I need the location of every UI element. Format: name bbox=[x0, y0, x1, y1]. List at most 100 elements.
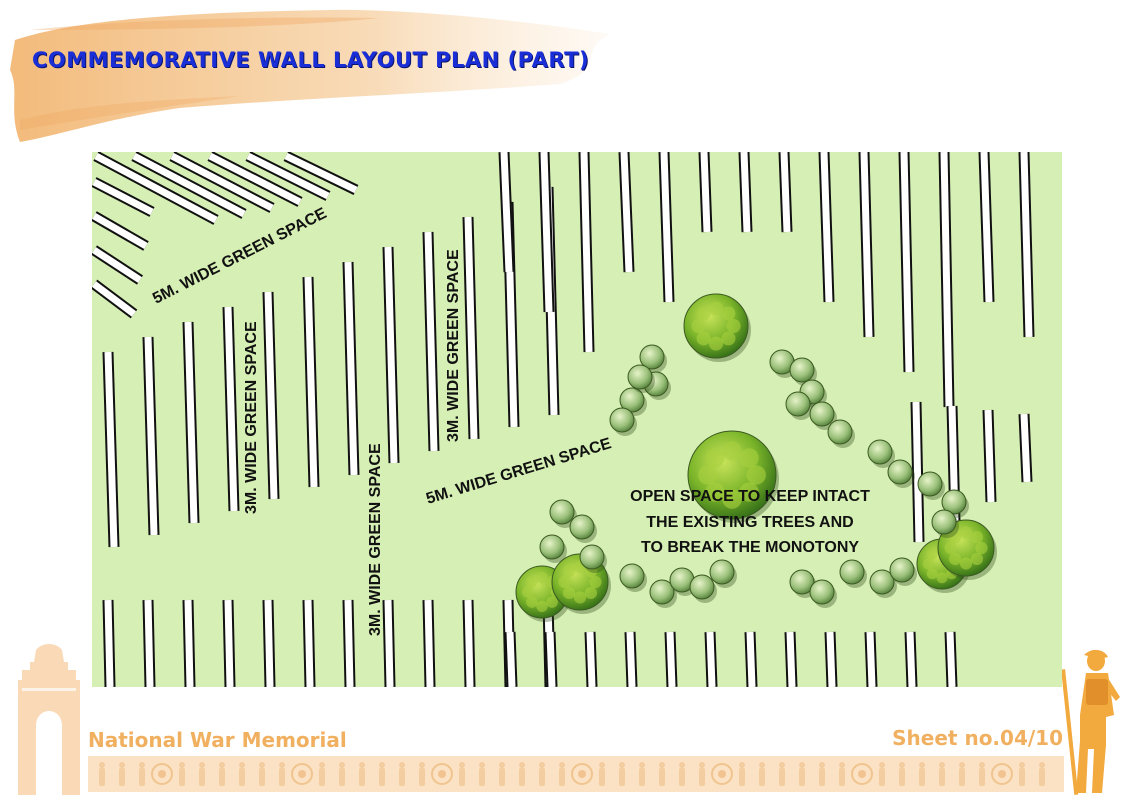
frieze-figure-body bbox=[659, 768, 665, 786]
frieze-figure-head bbox=[659, 762, 665, 768]
wall-segment-fill bbox=[1020, 152, 1033, 338]
wall-segment-fill bbox=[104, 351, 118, 548]
wall-segment-fill bbox=[92, 178, 154, 216]
frieze-figure-body bbox=[479, 768, 485, 786]
shrub bbox=[619, 563, 647, 592]
shrub bbox=[627, 364, 655, 393]
india-gate-icon bbox=[18, 644, 80, 795]
frieze-medallion-center bbox=[578, 770, 586, 778]
frieze-figure-head bbox=[99, 762, 105, 768]
wall-segment-fill bbox=[184, 599, 194, 687]
wall-segment-fill bbox=[224, 599, 234, 687]
frieze-figure-body bbox=[679, 768, 685, 786]
wall-segment-fill bbox=[208, 152, 302, 206]
wall-segment-fill bbox=[820, 152, 833, 303]
frieze-figure-head bbox=[239, 762, 245, 768]
soldier-frieze-icon bbox=[88, 756, 1064, 792]
shrub bbox=[569, 514, 597, 543]
wall-segment-fill bbox=[424, 231, 438, 452]
wall-segment-fill bbox=[184, 321, 198, 524]
frieze-medallion bbox=[431, 763, 453, 785]
frieze-figure-body bbox=[559, 768, 565, 786]
tree-canopy bbox=[937, 519, 997, 580]
frieze-figure-body bbox=[939, 768, 945, 786]
frieze-figure-body bbox=[279, 768, 285, 786]
label-3m-green-space-upper: 3M. WIDE GREEN SPACE bbox=[445, 249, 462, 442]
frieze-medallion-center bbox=[718, 770, 726, 778]
frieze-figure-body bbox=[379, 768, 385, 786]
open-space-note: OPEN SPACE TO KEEP INTACT THE EXISTING T… bbox=[630, 488, 870, 556]
shrub bbox=[839, 559, 867, 588]
label-3m-green-space-middle: 3M. WIDE GREEN SPACE bbox=[367, 443, 384, 636]
frieze-figure-head bbox=[339, 762, 345, 768]
wall-segment-fill bbox=[546, 631, 556, 687]
frieze-medallion-center bbox=[158, 770, 166, 778]
wall-segment-fill bbox=[660, 152, 673, 303]
frieze-figure-body bbox=[799, 768, 805, 786]
shrub bbox=[579, 544, 607, 573]
wall-segment-fill bbox=[506, 631, 516, 687]
layout-plan: 5M. WIDE GREEN SPACE 3M. WIDE GREEN SPAC… bbox=[92, 152, 1062, 687]
frieze-figure-body bbox=[819, 768, 825, 786]
frieze-medallion bbox=[151, 763, 173, 785]
wall-segment-fill bbox=[1020, 413, 1031, 483]
frieze-figure-body bbox=[119, 768, 125, 786]
wall-segment-fill bbox=[384, 246, 398, 464]
shrub bbox=[709, 559, 737, 588]
shrub bbox=[639, 344, 667, 373]
wall-segment-fill bbox=[264, 599, 274, 687]
wall-segment-fill bbox=[94, 152, 218, 224]
shrub bbox=[887, 459, 915, 488]
wall-segment-fill bbox=[780, 152, 791, 233]
wall-segment-fill bbox=[866, 631, 876, 687]
frieze-figure-body bbox=[899, 768, 905, 786]
frieze-figure-body bbox=[739, 768, 745, 786]
frieze-figure-head bbox=[899, 762, 905, 768]
shrub bbox=[619, 387, 647, 416]
frieze-figure-body bbox=[779, 768, 785, 786]
frieze-figure-body bbox=[339, 768, 345, 786]
shrub bbox=[785, 391, 813, 420]
frieze-figure-head bbox=[139, 762, 145, 768]
wall-segment-fill bbox=[104, 599, 114, 687]
wall-segment-fill bbox=[132, 152, 246, 218]
frieze-figure-head bbox=[779, 762, 785, 768]
frieze-medallion-center bbox=[438, 770, 446, 778]
shrub bbox=[827, 419, 855, 448]
open-space-line-1: OPEN SPACE TO KEEP INTACT bbox=[630, 488, 870, 505]
frieze-figure-body bbox=[599, 768, 605, 786]
frieze-medallion bbox=[851, 763, 873, 785]
tree-canopy bbox=[683, 293, 751, 362]
wall-segment-fill bbox=[304, 276, 318, 488]
wall-segment-fill bbox=[246, 152, 330, 200]
wall-segment-fill bbox=[464, 599, 474, 687]
frieze-figure-body bbox=[619, 768, 625, 786]
frieze-figure-head bbox=[819, 762, 825, 768]
frieze-figure-head bbox=[199, 762, 205, 768]
frieze-figure-head bbox=[259, 762, 265, 768]
wall-segment-fill bbox=[620, 152, 633, 273]
wall-segment-fill bbox=[700, 152, 711, 233]
frieze-figure-head bbox=[459, 762, 465, 768]
wall-segment-fill bbox=[860, 152, 873, 338]
wall-segment-fill bbox=[906, 631, 916, 687]
frieze-figure-body bbox=[359, 768, 365, 786]
wall-segment-fill bbox=[500, 152, 513, 273]
existing-trees bbox=[515, 293, 997, 622]
wall-segment-fill bbox=[706, 631, 716, 687]
frieze-figure-head bbox=[319, 762, 325, 768]
frieze-figure-head bbox=[699, 762, 705, 768]
frieze-figure-body bbox=[639, 768, 645, 786]
wall-segment-fill bbox=[344, 261, 358, 476]
frieze-figure-head bbox=[919, 762, 925, 768]
wall-segment-fill bbox=[384, 599, 394, 687]
label-3m-green-space-left: 3M. WIDE GREEN SPACE bbox=[243, 321, 260, 514]
frieze-figure-head bbox=[519, 762, 525, 768]
frieze-figure-head bbox=[399, 762, 405, 768]
frieze-figure-body bbox=[259, 768, 265, 786]
frieze-figure-body bbox=[239, 768, 245, 786]
shrub bbox=[869, 569, 897, 598]
frieze-figure-body bbox=[499, 768, 505, 786]
wall-segment-fill bbox=[586, 631, 596, 687]
frieze-figure-head bbox=[219, 762, 225, 768]
